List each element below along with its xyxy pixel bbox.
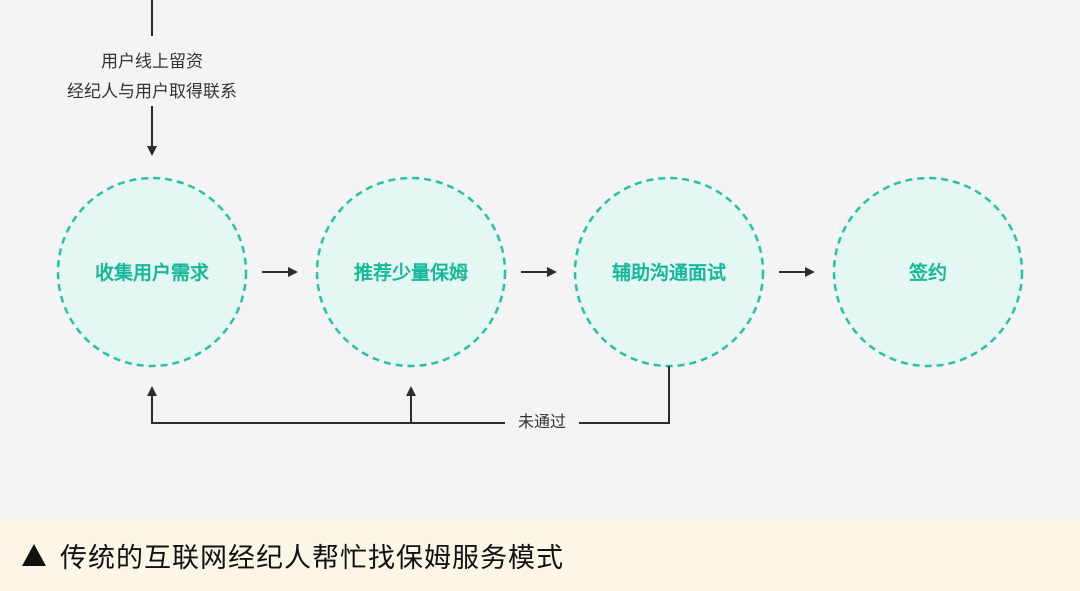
- flow-diagram: 收集用户需求 推荐少量保姆 辅助沟通面试 签约 用户线上留资 经纪人与用户取得联系 未…: [56, 0, 1024, 432]
- caption-text: 传统的互联网经纪人帮忙找保姆服务模式: [60, 542, 564, 574]
- step-label-2: 推荐少量保姆: [354, 261, 468, 284]
- flow-diagram-svg: 收集用户需求 推荐少量保姆 辅助沟通面试 签约: [56, 0, 1024, 424]
- step-circle-1: [56, 176, 248, 368]
- step-circle-4: [832, 176, 1024, 368]
- black-up-triangle-icon: [22, 544, 46, 566]
- caption-bar: 传统的互联网经纪人帮忙找保姆服务模式: [0, 519, 1080, 591]
- step-circle-2: [315, 176, 507, 368]
- entry-note-line-1: 用户线上留资: [101, 52, 203, 72]
- retry-label: 未通过: [505, 412, 579, 432]
- step-label-1: 收集用户需求: [95, 261, 210, 284]
- step-label-3: 辅助沟通面试: [612, 261, 726, 284]
- step-label-4: 签约: [908, 261, 947, 284]
- entry-note-line-2: 经纪人与用户取得联系: [67, 82, 237, 102]
